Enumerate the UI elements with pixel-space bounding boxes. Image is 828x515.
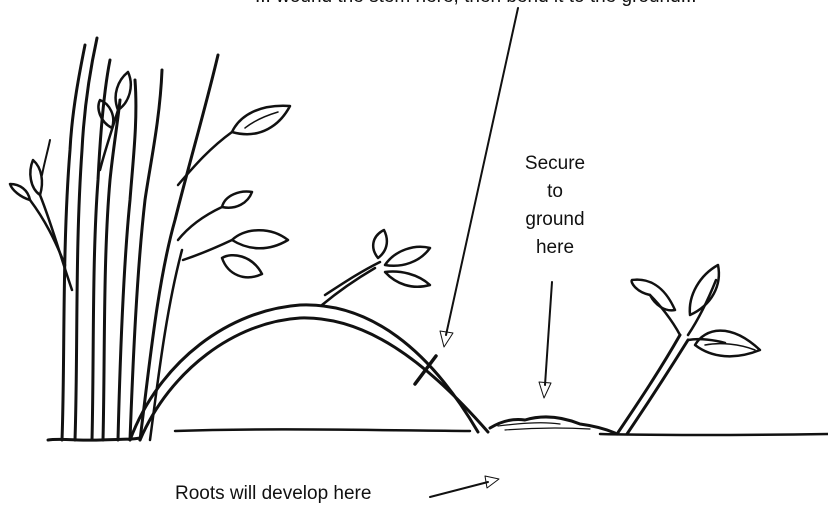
bent-stem [130,262,488,440]
secure-label: Secure to ground here [500,150,610,262]
parent-shrub [30,38,232,440]
ground-line [48,429,828,440]
secure-label-line: Secure [500,150,610,178]
roots-label: Roots will develop here [175,483,371,506]
wound-instruction-label: ... wound the stem here, then bend it to… [255,0,697,9]
secure-label-line: to [500,178,610,206]
secure-label-line: ground [500,206,610,234]
bent-stem-leaves [373,230,430,287]
roots-pointer-arrow [430,476,499,497]
soil-mound [490,417,615,433]
new-plant [617,265,760,434]
secure-pointer-arrow [539,282,552,398]
secure-label-line: here [500,234,610,262]
